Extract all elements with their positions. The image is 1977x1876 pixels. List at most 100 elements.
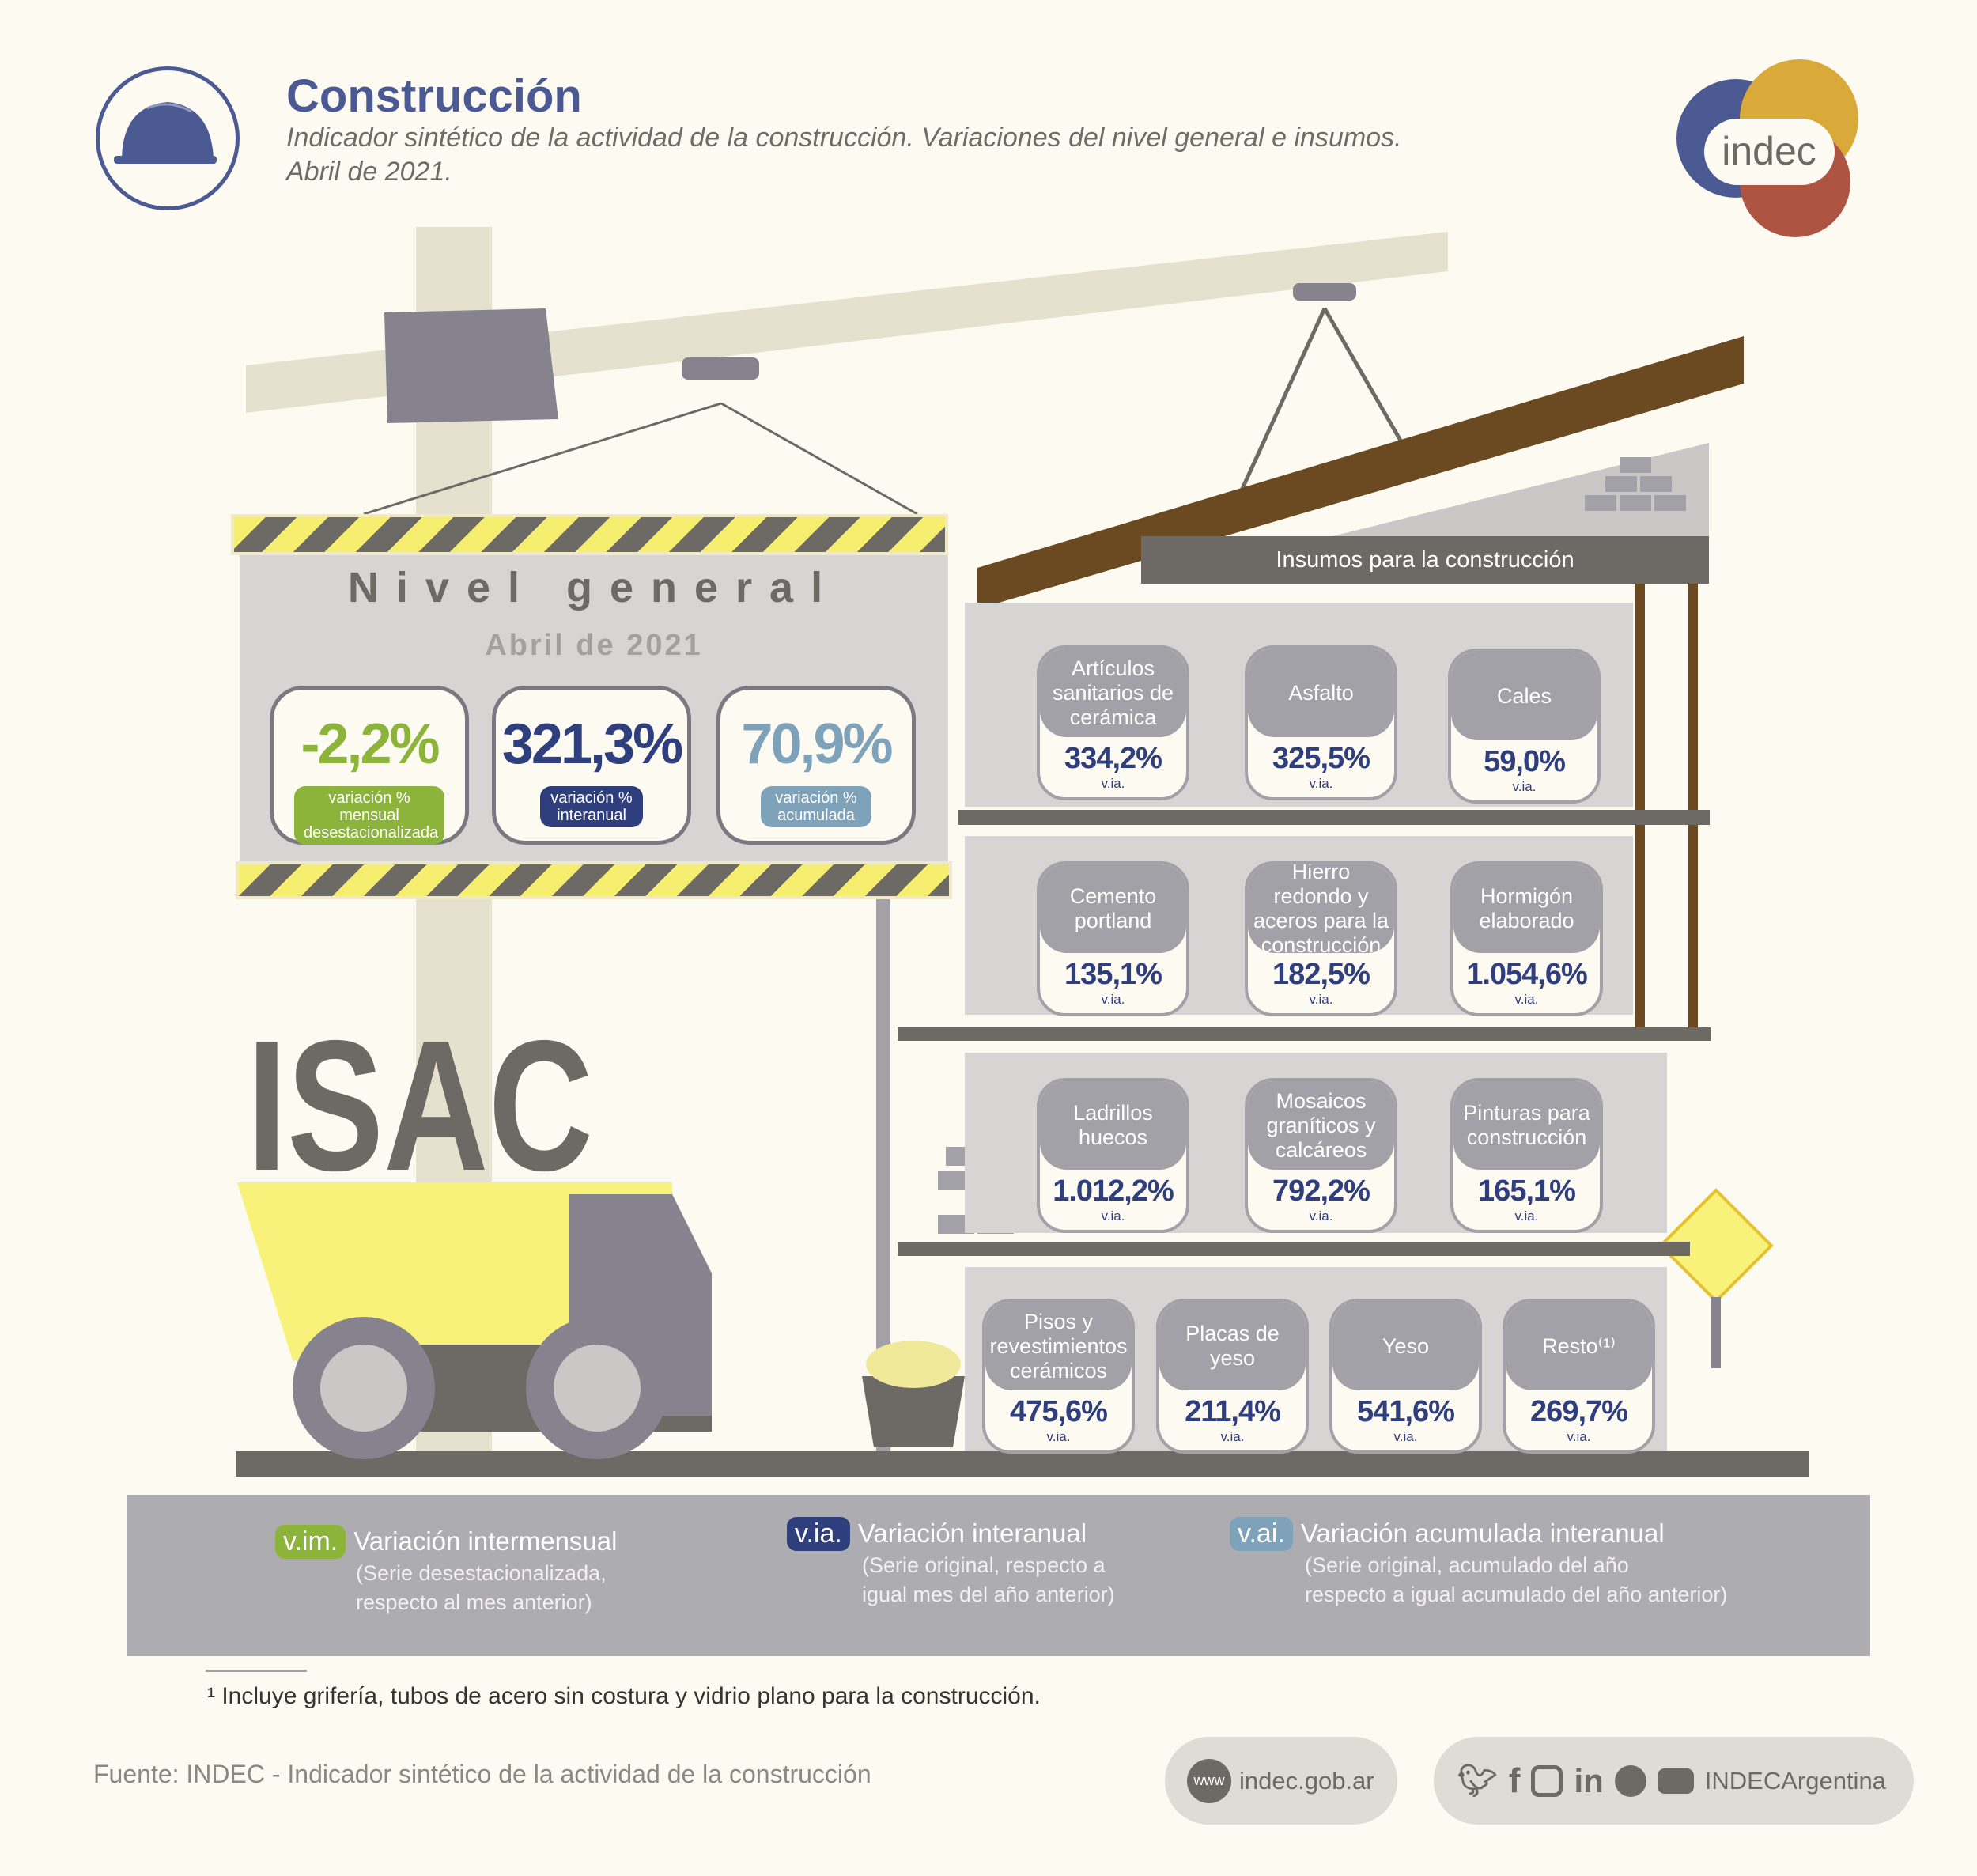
legend-desc: igual mes del año anterior) bbox=[862, 1583, 1115, 1606]
social-links[interactable]: 🐦︎ f in INDECArgentina bbox=[1434, 1737, 1914, 1825]
insumo-card: Resto⁽¹⁾ 269,7%v.ia. bbox=[1503, 1299, 1655, 1454]
footnote: ¹ Incluye grifería, tubos de acero sin c… bbox=[207, 1683, 1041, 1709]
helmet-icon bbox=[96, 66, 240, 210]
nivel-general-period: Abril de 2021 bbox=[485, 629, 703, 662]
indicator-label: variación % acumulada bbox=[761, 786, 871, 827]
insumo-unit: v.ia. bbox=[1101, 1208, 1125, 1224]
insumo-card: Placas de yeso 211,4%v.ia. bbox=[1156, 1299, 1309, 1454]
instagram-icon[interactable] bbox=[1531, 1764, 1563, 1797]
source: Fuente: INDEC - Indicador sintético de l… bbox=[93, 1760, 871, 1788]
legend-item: v.ia.Variación interanual (Serie original… bbox=[787, 1517, 1115, 1609]
insumos-title: Insumos para la construcción bbox=[1141, 536, 1709, 584]
insumo-unit: v.ia. bbox=[1309, 992, 1333, 1007]
spotify-icon[interactable] bbox=[1614, 1764, 1646, 1797]
insumo-name: Hormigón elaborado bbox=[1453, 864, 1600, 953]
www-icon: www bbox=[1187, 1758, 1231, 1803]
indicator-value: 321,3% bbox=[501, 713, 683, 776]
indicator-value: 70,9% bbox=[741, 713, 893, 776]
legend-title: Variación intermensual bbox=[353, 1526, 618, 1556]
legend-badge: v.ai. bbox=[1230, 1517, 1293, 1551]
legend-desc: respecto a igual acumulado del año anter… bbox=[1305, 1583, 1728, 1606]
floor-slab bbox=[958, 810, 1710, 825]
insumo-unit: v.ia. bbox=[1309, 1208, 1333, 1224]
footnote-divider bbox=[206, 1670, 307, 1672]
legend-item: v.im.Variación intermensual (Serie desest… bbox=[275, 1525, 617, 1617]
insumo-value: 792,2% bbox=[1272, 1174, 1370, 1208]
indicator-acumulada: 70,9% variación % acumulada bbox=[716, 686, 916, 845]
indicator-label: variación % mensual desestacionalizada bbox=[294, 786, 444, 845]
linkedin-icon[interactable]: in bbox=[1574, 1761, 1604, 1799]
insumo-value: 1.054,6% bbox=[1466, 958, 1588, 991]
twitter-icon[interactable]: 🐦︎ bbox=[1457, 1764, 1498, 1798]
website-link[interactable]: www indec.gob.ar bbox=[1165, 1737, 1397, 1825]
indicator-mensual: -2,2% variación % mensual desestacionali… bbox=[270, 686, 469, 845]
insumo-value: 334,2% bbox=[1064, 742, 1162, 775]
legend-desc: (Serie original, acumulado del año bbox=[1305, 1553, 1629, 1577]
insumo-value: 182,5% bbox=[1272, 958, 1370, 991]
insumo-card: Yeso 541,6%v.ia. bbox=[1329, 1299, 1482, 1454]
insumo-unit: v.ia. bbox=[1567, 1429, 1591, 1444]
insumo-card: Pinturas para construcción 165,1%v.ia. bbox=[1450, 1078, 1603, 1233]
hazard-stripe-bottom bbox=[236, 861, 952, 899]
insumo-unit: v.ia. bbox=[1514, 1208, 1539, 1224]
insumo-unit: v.ia. bbox=[1309, 776, 1333, 791]
legend-badge: v.ia. bbox=[787, 1517, 850, 1551]
insumo-card: Cemento portland 135,1%v.ia. bbox=[1037, 861, 1189, 1016]
indec-logo: indec bbox=[1669, 55, 1866, 237]
indicator-label: variación % interanual bbox=[540, 786, 643, 827]
insumo-card: Hierro redondo y aceros para la construc… bbox=[1245, 861, 1397, 1016]
website-text: indec.gob.ar bbox=[1239, 1766, 1374, 1795]
legend-title: Variación interanual bbox=[857, 1519, 1087, 1548]
insumo-name: Pinturas para construcción bbox=[1453, 1081, 1600, 1170]
insumo-value: 541,6% bbox=[1357, 1395, 1455, 1428]
floor-slab bbox=[898, 1027, 1711, 1041]
insumo-unit: v.ia. bbox=[1046, 1429, 1071, 1444]
insumo-name: Mosaicos graníticos y calcáreos bbox=[1248, 1081, 1394, 1170]
insumo-value: 135,1% bbox=[1064, 958, 1162, 991]
insumo-name: Pisos y revestimientos cerámicos bbox=[985, 1302, 1132, 1390]
insumo-value: 475,6% bbox=[1010, 1395, 1108, 1428]
facebook-icon[interactable]: f bbox=[1508, 1761, 1521, 1800]
insumo-unit: v.ia. bbox=[1512, 779, 1537, 794]
insumo-value: 165,1% bbox=[1478, 1174, 1576, 1208]
insumo-name: Hierro redondo y aceros para la construc… bbox=[1248, 864, 1394, 957]
insumo-name: Resto⁽¹⁾ bbox=[1506, 1302, 1652, 1390]
hazard-stripe-top bbox=[231, 514, 948, 555]
insumo-unit: v.ia. bbox=[1101, 992, 1125, 1007]
indicator-value: -2,2% bbox=[301, 713, 440, 776]
indicator-interanual: 321,3% variación % interanual bbox=[492, 686, 691, 845]
legend-desc: (Serie desestacionalizada, bbox=[356, 1561, 607, 1585]
legend-panel bbox=[127, 1495, 1870, 1656]
legend-desc: respecto al mes anterior) bbox=[356, 1590, 592, 1614]
youtube-icon[interactable] bbox=[1657, 1768, 1694, 1794]
insumo-value: 269,7% bbox=[1530, 1395, 1628, 1428]
insumo-name: Cales bbox=[1451, 652, 1597, 740]
insumo-value: 325,5% bbox=[1272, 742, 1370, 775]
floor-slab bbox=[898, 1242, 1690, 1256]
insumo-unit: v.ia. bbox=[1220, 1429, 1245, 1444]
insumo-name: Cemento portland bbox=[1040, 864, 1186, 953]
isac-label: ISAC bbox=[247, 1001, 593, 1209]
legend-item: v.ai.Variación acumulada interanual (Seri… bbox=[1230, 1517, 1727, 1609]
insumo-value: 59,0% bbox=[1484, 745, 1566, 778]
insumo-card: Mosaicos graníticos y calcáreos 792,2%v.i… bbox=[1245, 1078, 1397, 1233]
insumo-name: Ladrillos huecos bbox=[1040, 1081, 1186, 1170]
social-handle: INDECArgentina bbox=[1704, 1766, 1886, 1795]
insumo-value: 211,4% bbox=[1185, 1395, 1281, 1428]
insumo-unit: v.ia. bbox=[1393, 1429, 1418, 1444]
subtitle: Indicador sintético de la actividad de l… bbox=[286, 123, 1402, 153]
legend-desc: (Serie original, respecto a bbox=[862, 1553, 1106, 1577]
insumo-name: Placas de yeso bbox=[1159, 1302, 1306, 1390]
insumo-name: Yeso bbox=[1332, 1302, 1479, 1390]
insumo-card: Cales 59,0%v.ia. bbox=[1448, 649, 1601, 804]
subtitle-date: Abril de 2021. bbox=[286, 157, 452, 187]
insumo-card: Pisos y revestimientos cerámicos 475,6%v.… bbox=[982, 1299, 1135, 1454]
legend-badge: v.im. bbox=[275, 1525, 346, 1559]
legend-title: Variación acumulada interanual bbox=[1300, 1519, 1665, 1548]
insumo-unit: v.ia. bbox=[1101, 776, 1125, 791]
page-title: Construcción bbox=[286, 70, 582, 122]
